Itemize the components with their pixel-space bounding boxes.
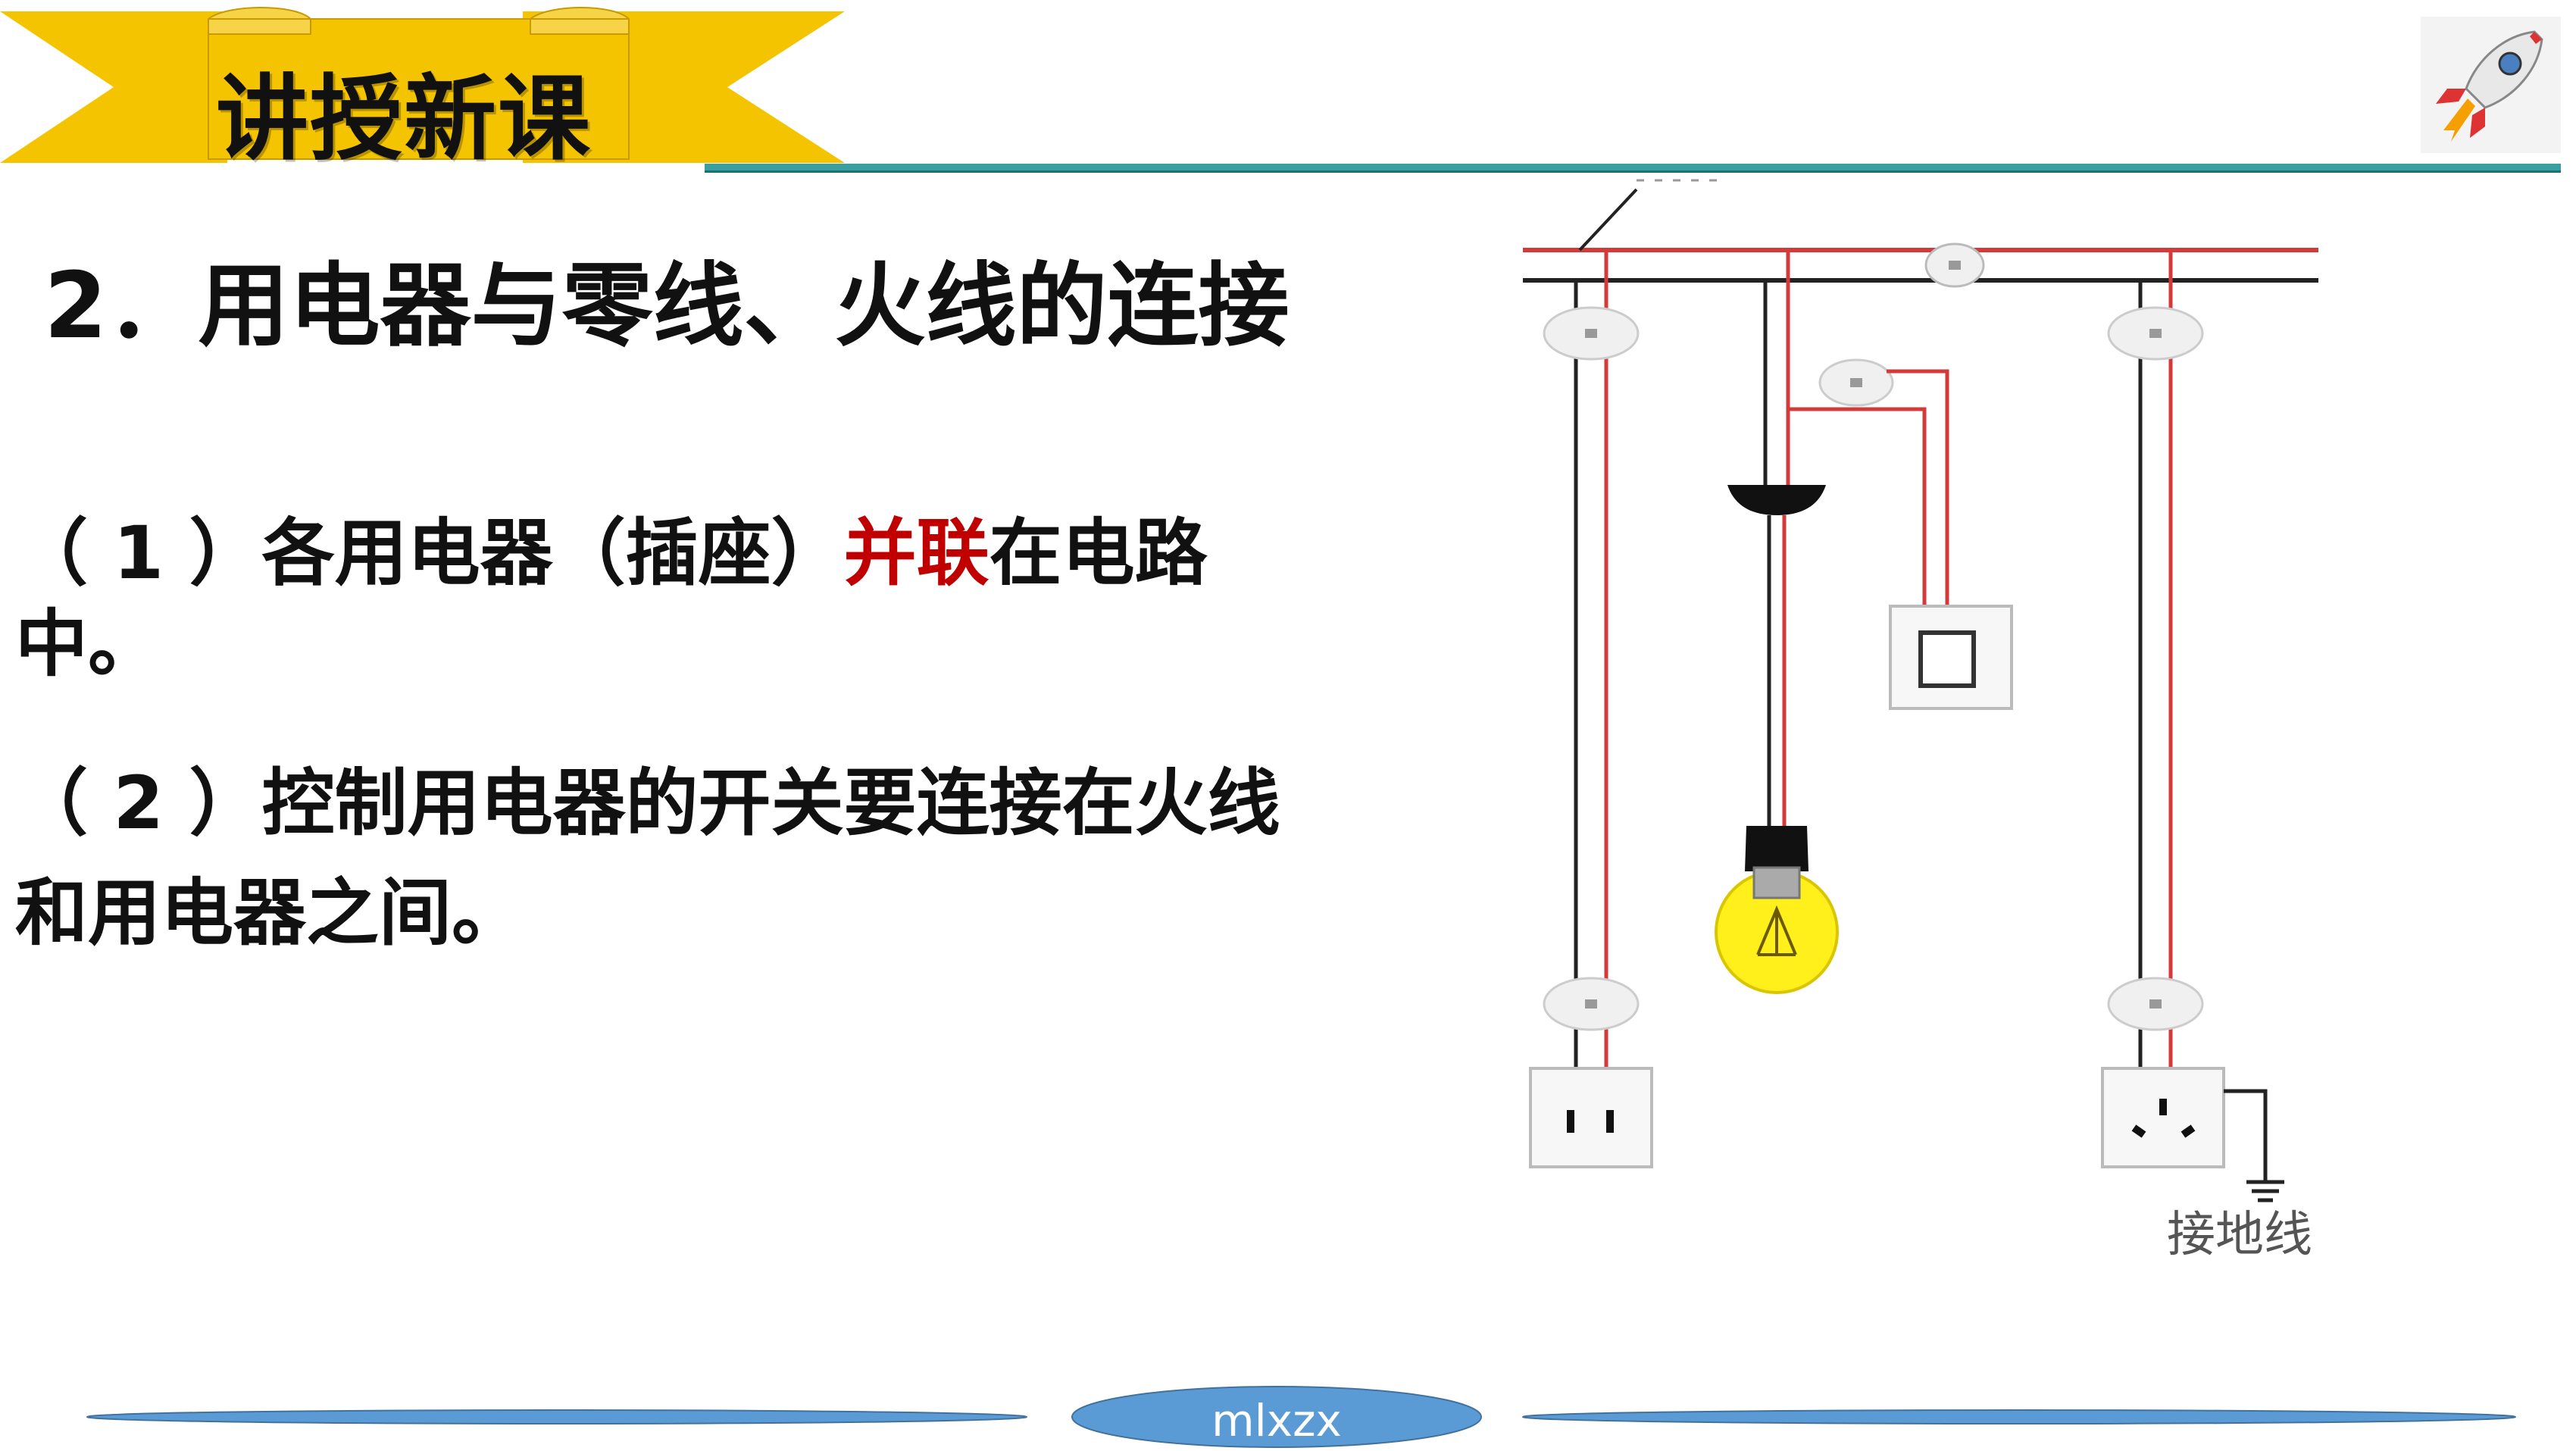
light-bulb-icon [1715, 826, 1839, 994]
switch-junction [1818, 358, 1894, 407]
incoming-lead [1578, 188, 1638, 252]
point-2-line-2: 和用电器之间。 [15, 871, 524, 955]
lamp-holder [1727, 485, 1826, 515]
section-title: 讲授新课 [216, 65, 592, 173]
main-junction [1924, 242, 1985, 288]
point-1-prefix: （ 1 ）各用电器（插座） [15, 511, 844, 596]
header-divider [705, 164, 2561, 173]
slide-heading: 2．用电器与零线、火线的连接 [44, 254, 1290, 359]
point-1-highlight: 并联 [843, 511, 989, 596]
left-junction-bottom [1543, 977, 1640, 1031]
rocket-icon [2421, 17, 2561, 153]
wiring-diagram [1523, 179, 2318, 1202]
footer-bar [86, 1386, 2516, 1448]
right-junction-top [2107, 306, 2204, 361]
ground-wire-label: 接地线 [2167, 1207, 2312, 1263]
right-junction-bottom [2107, 977, 2204, 1031]
ground-icon [2224, 1089, 2284, 1202]
point-1-line-2: 中。 [15, 602, 161, 686]
wall-switch [1889, 605, 2013, 710]
left-junction-top [1543, 306, 1640, 361]
two-pin-socket [1529, 1067, 1653, 1168]
point-1-suffix: 在电路 [989, 511, 1208, 596]
footer-label: mlxzx [1211, 1395, 1342, 1446]
point-2-line-1: （ 2 ）控制用电器的开关要连接在火线 [15, 761, 1280, 846]
point-1-line-1: （ 1 ）各用电器（插座）并联在电路 [15, 508, 1208, 599]
three-pin-socket [2101, 1067, 2225, 1168]
title-banner-ribbon [0, 7, 845, 163]
